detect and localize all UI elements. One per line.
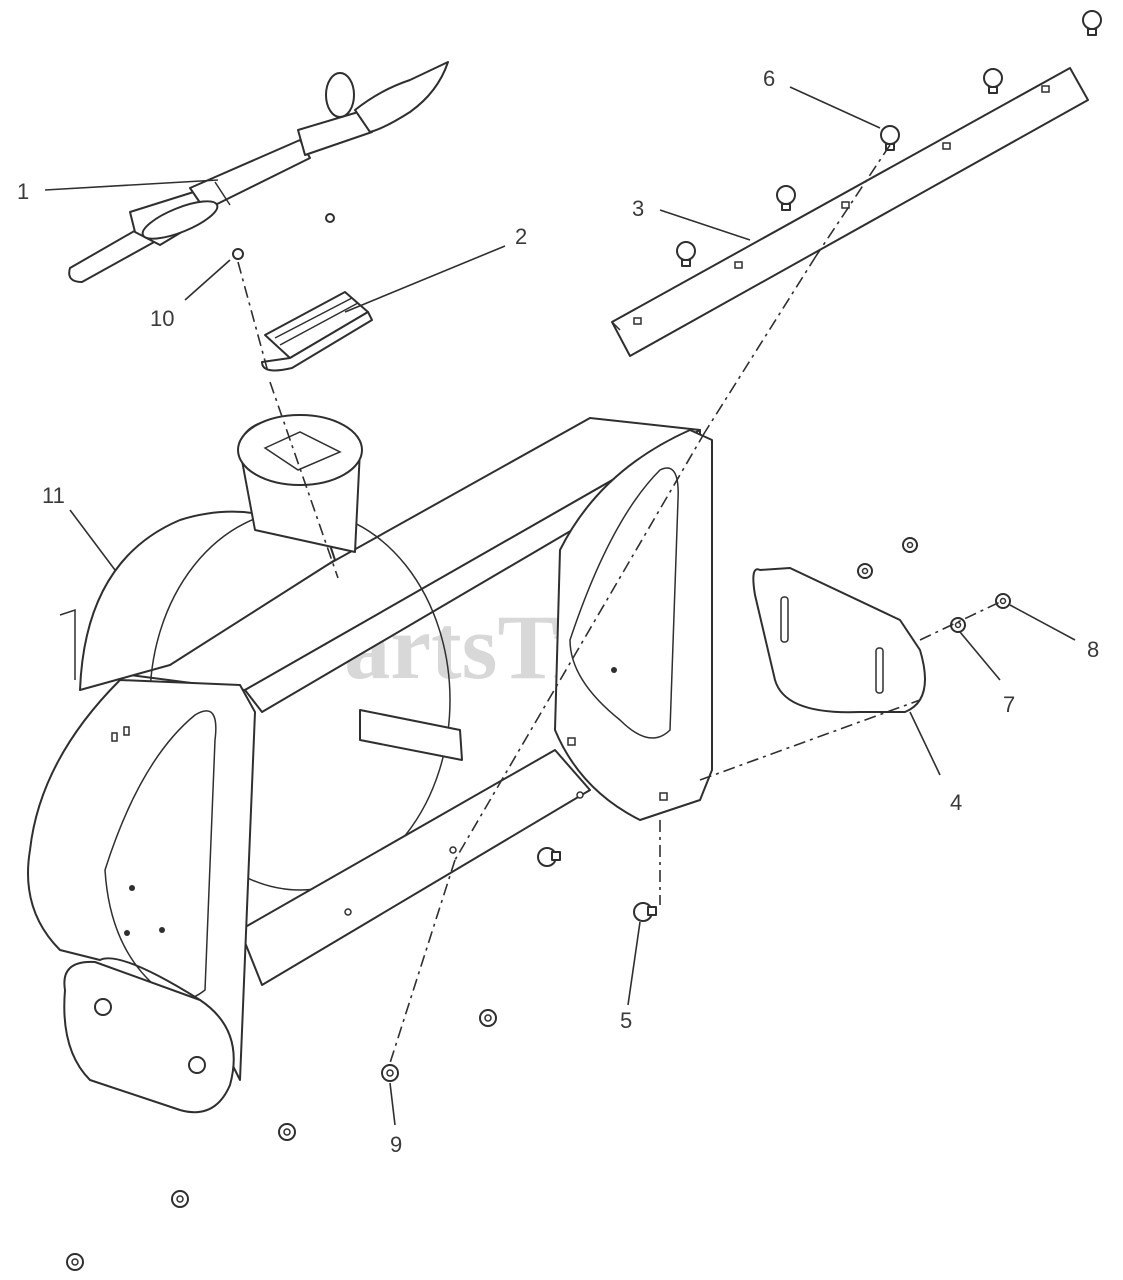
part-8-nut[interactable]	[995, 593, 1011, 609]
part-11-housing[interactable]	[27, 414, 713, 1081]
part-5-carriage-bolt[interactable]	[633, 902, 657, 922]
nut-bottom-2[interactable]	[278, 1123, 296, 1141]
callout-labels: 1 2 3 4 5 6 7 8 9 10 11	[17, 66, 1099, 1157]
part-4-skid-shoe-left[interactable]	[63, 960, 235, 1114]
nut-bottom-1[interactable]	[479, 1009, 497, 1027]
callout-3: 3	[632, 196, 644, 221]
callout-4: 4	[950, 790, 962, 815]
callout-6: 6	[763, 66, 775, 91]
part-6-carriage-bolts[interactable]	[676, 10, 1102, 267]
washer-top[interactable]	[857, 563, 873, 579]
carriage-bolt-mid[interactable]	[537, 847, 561, 867]
nut-top[interactable]	[902, 537, 918, 553]
callout-8: 8	[1087, 637, 1099, 662]
part-7-washer[interactable]	[950, 617, 966, 633]
leader-lines	[44, 86, 1076, 1126]
part-9-nut[interactable]	[381, 1064, 399, 1082]
part-3-scraper-bar[interactable]	[611, 67, 1089, 357]
small-screw-top[interactable]	[325, 213, 335, 223]
callout-1: 1	[17, 179, 29, 204]
callout-10: 10	[150, 306, 174, 331]
part-2-bracket[interactable]	[261, 291, 373, 372]
nut-bottom-3[interactable]	[171, 1190, 189, 1208]
nut-bottom-4[interactable]	[66, 1253, 84, 1271]
part-10-screw[interactable]	[232, 248, 244, 260]
part-4-skid-shoe-right[interactable]	[752, 567, 926, 714]
callout-5: 5	[620, 1008, 632, 1033]
callout-2: 2	[515, 224, 527, 249]
callout-7: 7	[1003, 692, 1015, 717]
part-1-shaft[interactable]	[68, 61, 449, 283]
callout-9: 9	[390, 1132, 402, 1157]
callout-11: 11	[42, 483, 65, 508]
assembly-lines	[237, 144, 1001, 1064]
